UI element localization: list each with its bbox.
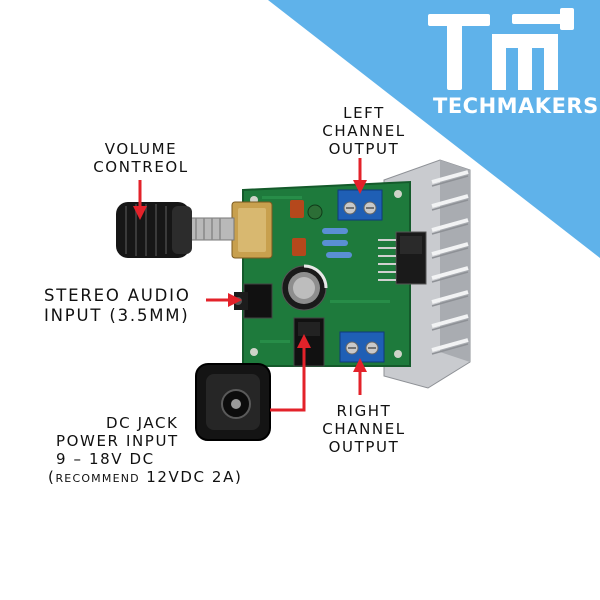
- amplifier-chip: [378, 231, 427, 285]
- volume-knob: [116, 202, 192, 258]
- electrolytic-capacitor: [281, 264, 328, 311]
- dc-jack-closeup-icon: [195, 363, 271, 441]
- dc-jack-board: [293, 317, 325, 367]
- right-output-line2: CHANNEL: [322, 420, 406, 438]
- pcb-board: [242, 180, 411, 367]
- passive-components: [290, 200, 352, 258]
- right-output-label: RIGHT CHANNEL OUTPUT: [312, 402, 416, 456]
- brand-name: TECHMAKERS: [433, 94, 599, 118]
- callout-arrows: [133, 158, 367, 412]
- brand-banner: [268, 0, 600, 258]
- dc-jack-line3: 9 – 18V DC: [56, 450, 155, 468]
- dc-jack-line4-open: (: [48, 468, 56, 486]
- volume-label-line1: VOLUME: [104, 140, 178, 158]
- dc-jack-line4-rest: 12VDC 2A): [139, 468, 243, 486]
- volume-potentiometer: [189, 201, 273, 259]
- audio-jack: [234, 283, 273, 319]
- right-output-line3: OUTPUT: [328, 438, 400, 456]
- dc-jack-line2: POWER INPUT: [56, 432, 179, 450]
- left-output-line2: CHANNEL: [322, 122, 406, 140]
- left-output-line1: LEFT: [343, 104, 385, 122]
- dc-jack-line4-small: RECOMMEND: [55, 472, 140, 485]
- left-output-line3: OUTPUT: [328, 140, 400, 158]
- volume-label-line2: CONTREOL: [93, 158, 189, 176]
- right-output-line1: RIGHT: [336, 402, 392, 420]
- left-channel-terminal: [337, 189, 383, 221]
- stereo-input-line1: STEREO AUDIO: [44, 286, 191, 305]
- volume-label: VOLUME CONTREOL: [76, 140, 206, 176]
- dc-jack-line1: DC JACK: [106, 414, 179, 432]
- tm-logo-icon: [428, 8, 574, 90]
- left-output-label: LEFT CHANNEL OUTPUT: [312, 104, 416, 158]
- stereo-input-label: STEREO AUDIO INPUT (3.5MM): [44, 286, 191, 326]
- dc-jack-line4: (RECOMMEND 12VDC 2A): [48, 468, 242, 488]
- dc-jack-label: DC JACK POWER INPUT 9 – 18V DC (RECOMMEN…: [48, 414, 242, 488]
- stereo-input-line2: INPUT (3.5MM): [44, 306, 190, 325]
- right-channel-terminal: [339, 331, 385, 363]
